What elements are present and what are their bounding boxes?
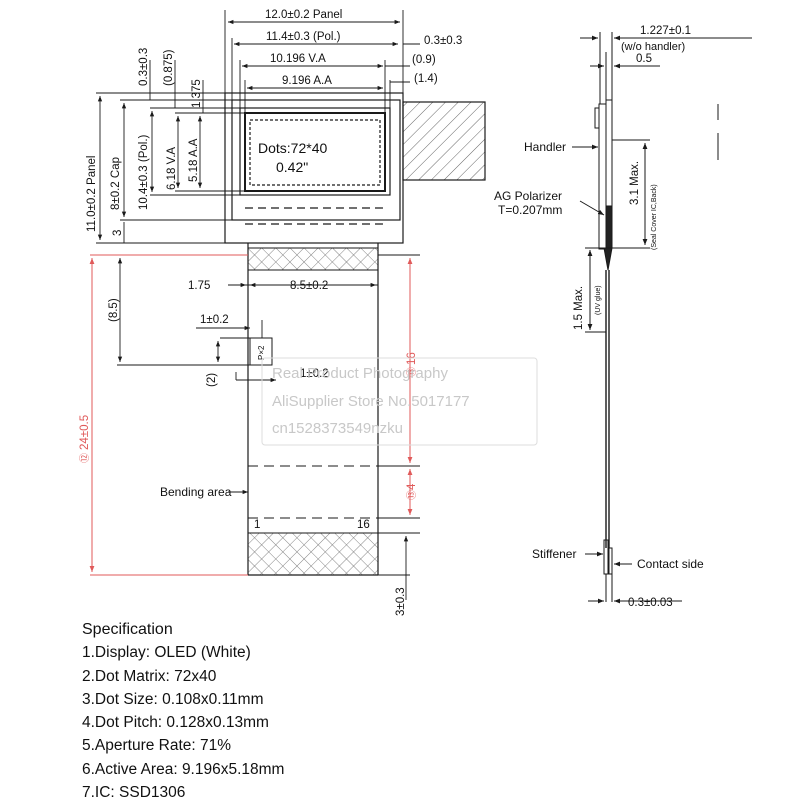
watermark: Real Product Photography AliSupplier Sto… [261, 357, 538, 446]
spec-item: 4.Dot Pitch: 0.128x0.13mm [82, 714, 269, 732]
pol-offset: 0.3±0.3 [424, 35, 462, 47]
fpc-marker-left: ⑫ [79, 453, 91, 463]
spec-item: 7.IC: SSD1306 [82, 784, 186, 802]
stiffener-thickness: 0.3±0.03 [628, 597, 673, 609]
watermark-line-3: cn1528373549nzku [272, 420, 403, 437]
max-1-5: 1.5 Max. [573, 286, 585, 330]
fpc-tail-length: 3±0.3 [395, 587, 407, 616]
contact-side-label: Contact side [637, 557, 704, 571]
left-dimensions [96, 60, 245, 244]
handler-label: Handler [524, 140, 566, 154]
spec-item: 1.Display: OLED (White) [82, 644, 251, 662]
fpc-left-offset: 1.75 [188, 280, 210, 292]
top-dimensions [224, 10, 420, 113]
specification-block: Specification 1.Display: OLED (White) 2.… [82, 618, 284, 804]
polarizer-label: AG Polarizer [494, 189, 562, 203]
top-margin-1: 0.3±0.3 [138, 48, 150, 86]
top-margin-2: (0.875) [163, 49, 175, 86]
aa-height: 5.18 A.A [188, 138, 200, 182]
handler-thickness: 0.5 [636, 53, 652, 65]
top-margin-3: 1.375 [191, 79, 203, 108]
fpc-pad-offset: (8.5) [108, 298, 120, 322]
aa-offset: (1.4) [414, 73, 438, 85]
spec-item: 6.Active Area: 9.196x5.18mm [82, 760, 285, 778]
side-view-outline [572, 32, 752, 604]
fpc-pin-width: 1±0.2 [200, 314, 229, 326]
side-thickness: 1.227±0.1 [640, 25, 691, 37]
pin-16-label: 16 [357, 519, 370, 531]
watermark-line-2: AliSupplier Store No.5017177 [272, 393, 470, 410]
pol-width: 11.4±0.3 (Pol.) [266, 31, 341, 43]
fpc-stiffener-hatch [247, 247, 379, 271]
max-3-1: 3.1 Max. [629, 161, 641, 205]
spec-title: Specification [82, 621, 173, 638]
fpc-marker-mid: ⑬ [406, 367, 418, 377]
panel-height: 11.0±0.2 Panel [86, 156, 98, 232]
fpc-contact-hatch [247, 532, 379, 576]
max-3-1-note: (Seal Cover IC,Back) [651, 184, 658, 250]
fpc-length-16: 16 [406, 352, 418, 365]
fpc-length-4: 4 [406, 483, 418, 490]
spec-item: 3.Dot Size: 0.108x0.11mm [82, 690, 264, 708]
va-width: 10.196 V.A [270, 53, 326, 65]
side-thickness-note: (w/o handler) [621, 41, 685, 53]
pin-1-label: 1 [254, 519, 260, 531]
stiffener-label: Stiffener [532, 547, 576, 561]
max-1-5-note: (UV glue) [595, 285, 602, 315]
cap-height: 8±0.2 Cap [110, 157, 122, 210]
spec-item: 5.Aperture Rate: 71% [82, 737, 232, 755]
polarizer-thickness: T=0.207mm [498, 203, 562, 217]
aa-width: 9.196 A.A [282, 75, 332, 87]
fpc-pitch-label: P×2 [257, 345, 266, 360]
bending-area-label: Bending area [160, 485, 232, 499]
bottom-margin: 3 [112, 230, 124, 236]
spec-item: 2.Dot Matrix: 72x40 [82, 667, 217, 685]
fpc-pin-pitch: 1±0.2 [300, 368, 329, 380]
panel-outline [224, 92, 404, 244]
va-height: 6.18 V.A [166, 147, 178, 190]
diagonal-label: 0.42" [276, 159, 308, 175]
panel-width: 12.0±0.2 Panel [265, 9, 342, 21]
fpc-pin-height: (2) [206, 373, 218, 387]
watermark-line-1: Real Product Photography [272, 365, 448, 382]
panel-handler-tab [402, 101, 486, 181]
fpc-total-length: 24±0.5 [79, 415, 91, 450]
fpc-width: 8.5±0.2 [290, 280, 328, 292]
dots-label: Dots:72*40 [258, 140, 327, 156]
fpc-red-dimensions [89, 254, 413, 576]
fpc-marker-low: ⑬ [406, 490, 418, 500]
va-offset: (0.9) [412, 54, 436, 66]
pol-height: 10.4±0.3 (Pol.) [138, 134, 150, 210]
